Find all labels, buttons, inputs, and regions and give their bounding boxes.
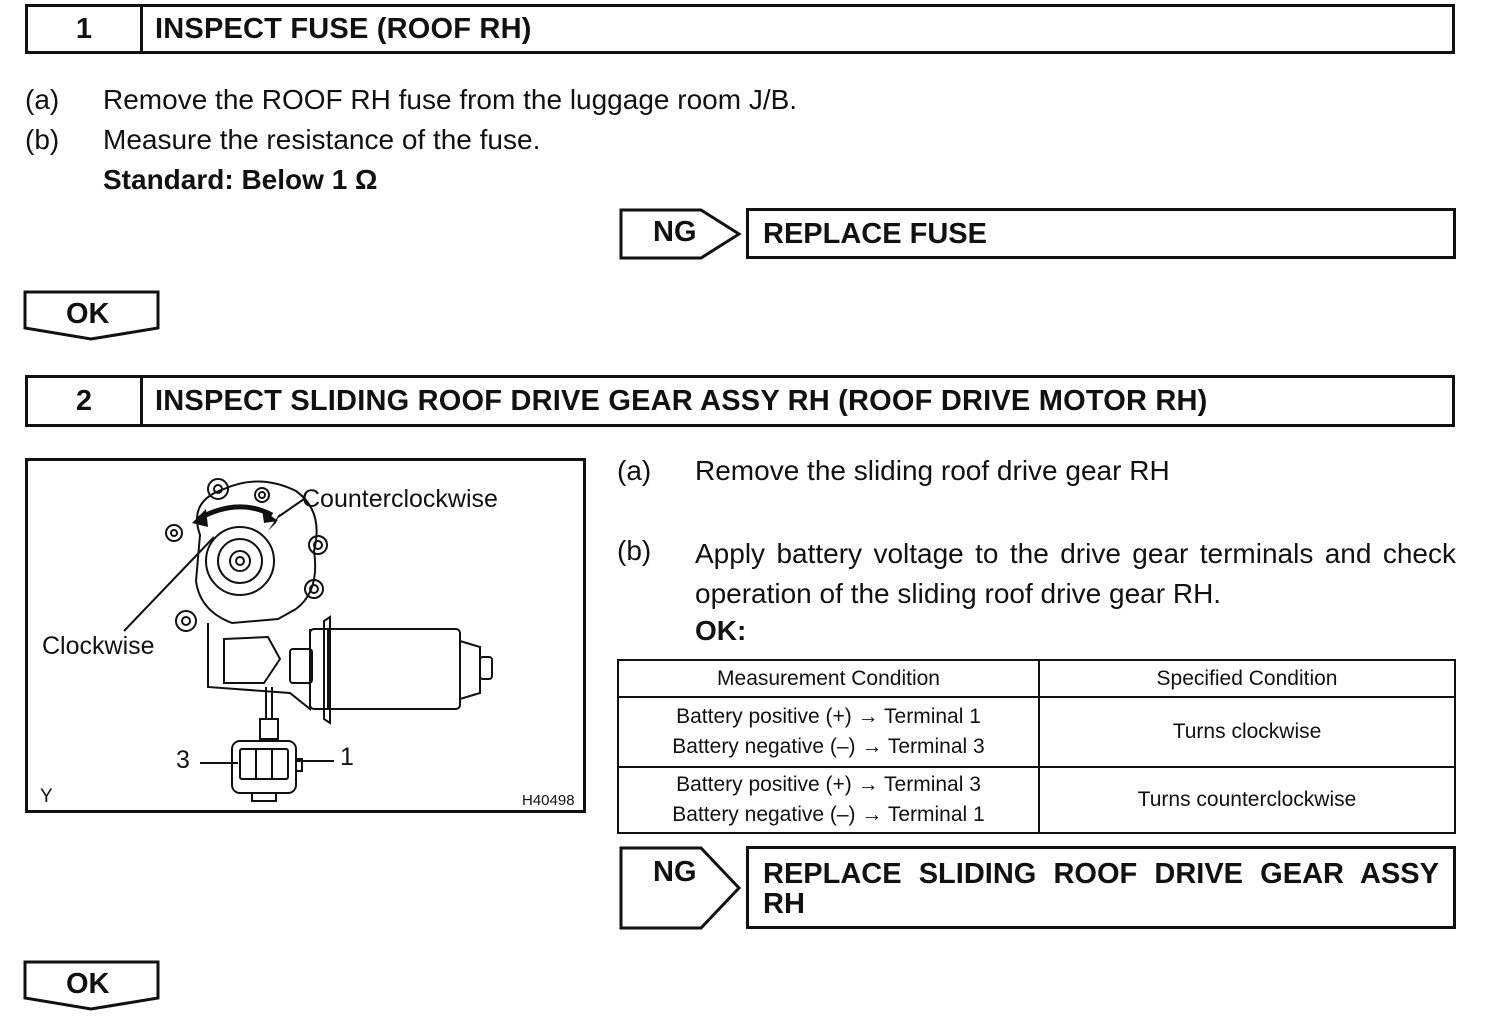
table-cell-condition: Battery positive (+) → Terminal 3 Batter…	[617, 766, 1040, 834]
step2-ok-label: OK	[66, 968, 110, 1000]
table-cell-result: Turns clockwise	[1038, 696, 1456, 768]
step1-header: 1 INSPECT FUSE (ROOF RH)	[25, 4, 1455, 54]
step1-ok-label: OK	[66, 298, 110, 330]
step1-ng-action: REPLACE FUSE	[746, 208, 1456, 259]
figure-terminal-1: 1	[340, 743, 354, 771]
ng-arrow-icon	[619, 208, 742, 260]
step2-title: INSPECT SLIDING ROOF DRIVE GEAR ASSY RH …	[155, 384, 1208, 417]
figure-terminal-3: 3	[176, 746, 190, 774]
figure-corner-code: Y	[40, 786, 53, 807]
spec-table: Measurement Condition Specified Conditio…	[617, 659, 1456, 834]
step2-ok-heading: OK:	[695, 615, 747, 646]
step2-ng-action: REPLACE SLIDING ROOF DRIVE GEAR ASSY RH	[746, 846, 1456, 929]
step2-header: 2 INSPECT SLIDING ROOF DRIVE GEAR ASSY R…	[25, 375, 1455, 427]
ng-arrow-icon	[619, 846, 742, 930]
step1-ng-label: NG	[653, 216, 697, 248]
step2-number: 2	[28, 378, 143, 424]
condition-line-2: Battery negative (–) → Terminal 1	[672, 803, 985, 826]
table-row: Battery positive (+) → Terminal 1 Batter…	[617, 696, 1456, 768]
figure-label-counterclockwise: Counterclockwise	[302, 485, 498, 513]
step1-number: 1	[28, 7, 143, 51]
step1-item-b-text: Measure the resistance of the fuse.	[103, 124, 541, 155]
step2-item-b-text: Apply battery voltage to the drive gear …	[695, 538, 1456, 609]
step2-item-a-label: (a)	[617, 455, 652, 486]
drive-gear-figure: Counterclockwise Clockwise 3 1 Y H40498	[25, 458, 586, 813]
table-cell-result: Turns counterclockwise	[1038, 766, 1456, 834]
condition-line-1: Battery positive (+) → Terminal 3	[676, 773, 981, 796]
step1-item-a-text: Remove the ROOF RH fuse from the luggage…	[103, 84, 798, 115]
drive-gear-motor-illustration	[123, 478, 493, 802]
figure-id: H40498	[522, 792, 575, 809]
step2-ng-label: NG	[653, 856, 697, 888]
step1-title: INSPECT FUSE (ROOF RH)	[155, 12, 532, 45]
table-cell-condition: Battery positive (+) → Terminal 1 Batter…	[617, 696, 1040, 768]
table-row: Battery positive (+) → Terminal 3 Batter…	[617, 766, 1456, 834]
step1-standard: Standard: Below 1 Ω	[103, 164, 378, 195]
figure-label-clockwise: Clockwise	[42, 632, 155, 660]
ok-arrow-icon	[23, 960, 160, 1011]
table-header-measurement: Measurement Condition	[617, 659, 1040, 698]
condition-line-1: Battery positive (+) → Terminal 1	[676, 705, 981, 728]
step1-item-a-label: (a)	[25, 84, 60, 115]
table-header-row: Measurement Condition Specified Conditio…	[617, 659, 1456, 698]
ok-arrow-icon	[23, 290, 160, 341]
step2-item-b-label: (b)	[617, 535, 652, 566]
table-header-specified: Specified Condition	[1038, 659, 1456, 698]
step2-item-a-text: Remove the sliding roof drive gear RH	[695, 455, 1170, 486]
step1-item-b-label: (b)	[25, 124, 60, 155]
condition-line-2: Battery negative (–) → Terminal 3	[672, 735, 985, 758]
